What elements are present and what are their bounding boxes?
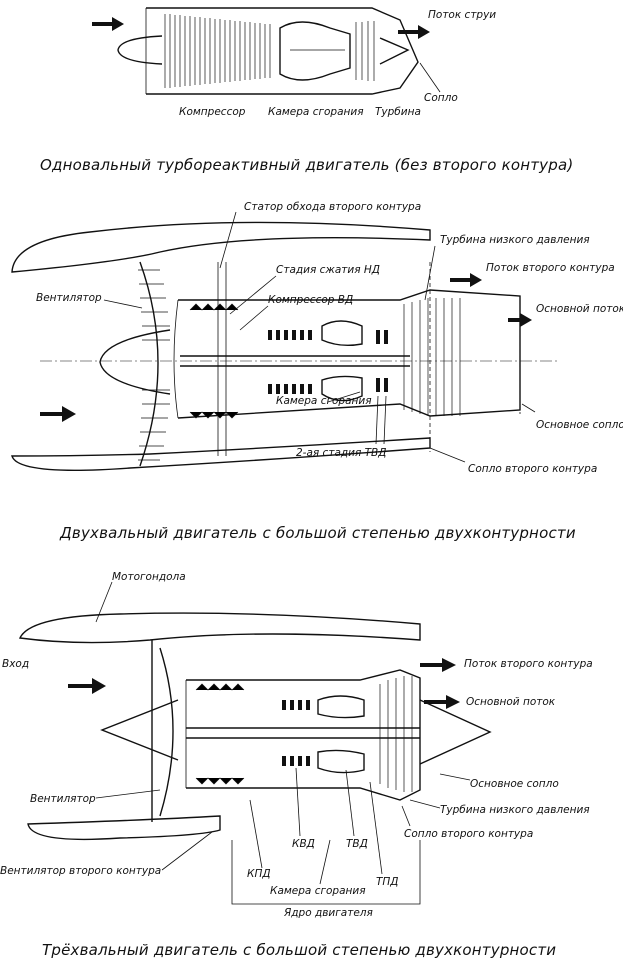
turbine-blades: [355, 21, 375, 81]
label-bypass-flow-3: Поток второго контура: [464, 658, 593, 670]
label-fan-3: Вентилятор: [30, 793, 96, 805]
spinner-3: [100, 699, 179, 761]
exhaust-cone-3: [419, 699, 492, 765]
nacelle-lower-3: [27, 815, 221, 841]
label-bypass-flow-2: Поток второго контура: [486, 262, 615, 274]
label-combustor-2: Камера сгорания: [276, 395, 372, 407]
label-hp-compressor: Компрессор ВД: [268, 294, 353, 306]
nozzle-cone: [379, 37, 410, 65]
compressor-blades: [164, 14, 271, 88]
three-spool-diagram: Мотогондола Вход Поток второго контура О…: [0, 571, 593, 959]
label-core-flow-2: Основной поток: [536, 303, 623, 315]
caption-two-spool: Двухвальный двигатель с большой степенью…: [59, 524, 576, 542]
label-bypass-stator: Статор обхода второго контура: [244, 201, 421, 213]
inflow-arrow: [92, 17, 124, 31]
label-combustor: Камера сгорания: [268, 106, 364, 118]
jet-flow-arrow: [398, 25, 430, 39]
label-turbine: Турбина: [375, 106, 421, 118]
label-core-nozzle-2: Основное сопло: [536, 419, 623, 431]
label-core: Ядро двигателя: [283, 907, 373, 919]
lp-compressor: [189, 303, 239, 419]
two-spool-diagram: Статор обхода второго контура Турбина ни…: [11, 201, 623, 542]
label-inlet: Вход: [2, 658, 29, 670]
label-bypass-nozzle-2: Сопло второго контура: [468, 463, 597, 475]
label-core-flow-3: Основной поток: [466, 696, 556, 708]
label-core-nozzle-3: Основное сопло: [470, 778, 559, 790]
label-lp-compression: Стадия сжатия НД: [276, 264, 380, 276]
spinner: [99, 329, 171, 395]
nacelle-upper: [11, 221, 431, 273]
label-kvd: КВД: [292, 838, 315, 850]
intake-cone: [117, 35, 163, 65]
lp-turbine-3: [379, 676, 413, 792]
core-casing-3: [186, 669, 421, 801]
label-fan-2: Вентилятор: [36, 292, 102, 304]
core-bracket: [231, 840, 421, 905]
fan-blades: [138, 269, 170, 461]
label-tpd: ТПД: [376, 876, 399, 888]
label-bypass-fan: Вентилятор второго контура: [0, 865, 161, 877]
core-flow-arrow-3: [424, 695, 460, 709]
label-nacelle: Мотогондола: [112, 571, 186, 583]
label-kpd: КПД: [247, 868, 271, 880]
caption-turbojet: Одновальный турбореактивный двигатель (б…: [40, 156, 573, 174]
core-flow-arrow-2: [508, 313, 532, 327]
caption-three-spool: Трёхвальный двигатель с большой степенью…: [42, 941, 556, 959]
combustion-chamber: [279, 21, 351, 81]
inflow-arrow-2: [40, 406, 76, 422]
combustor-lower: [321, 375, 363, 402]
label-lp-turbine-3: Турбина низкого давления: [440, 804, 590, 816]
label-compressor: Компрессор: [179, 106, 246, 118]
inflow-arrow-3: [68, 678, 106, 694]
ipc-teeth: [195, 683, 245, 785]
label-hpt-stage2: 2-ая стадия ТВД: [296, 447, 386, 459]
lp-turbine: [403, 298, 461, 416]
nacelle-upper-3: [18, 612, 421, 644]
label-tvd: ТВД: [346, 838, 368, 850]
label-bypass-nozzle-3: Сопло второго контура: [404, 828, 533, 840]
label-nozzle: Сопло: [424, 92, 458, 104]
label-combustor-3: Камера сгорания: [270, 885, 366, 897]
bypass-flow-arrow-3: [420, 658, 456, 672]
hp-compressor: [268, 330, 312, 394]
combustor-upper: [321, 320, 363, 347]
label-lp-turbine-2: Турбина низкого давления: [440, 234, 590, 246]
turbojet-casing: [146, 7, 419, 95]
label-jet-flow: Поток струи: [428, 9, 496, 21]
bypass-flow-arrow-2: [450, 273, 482, 287]
hpc-3: [282, 700, 310, 766]
turbojet-diagram: Поток струи Компрессор Камера сгорания Т…: [40, 7, 573, 174]
fan-disc: [139, 261, 159, 467]
